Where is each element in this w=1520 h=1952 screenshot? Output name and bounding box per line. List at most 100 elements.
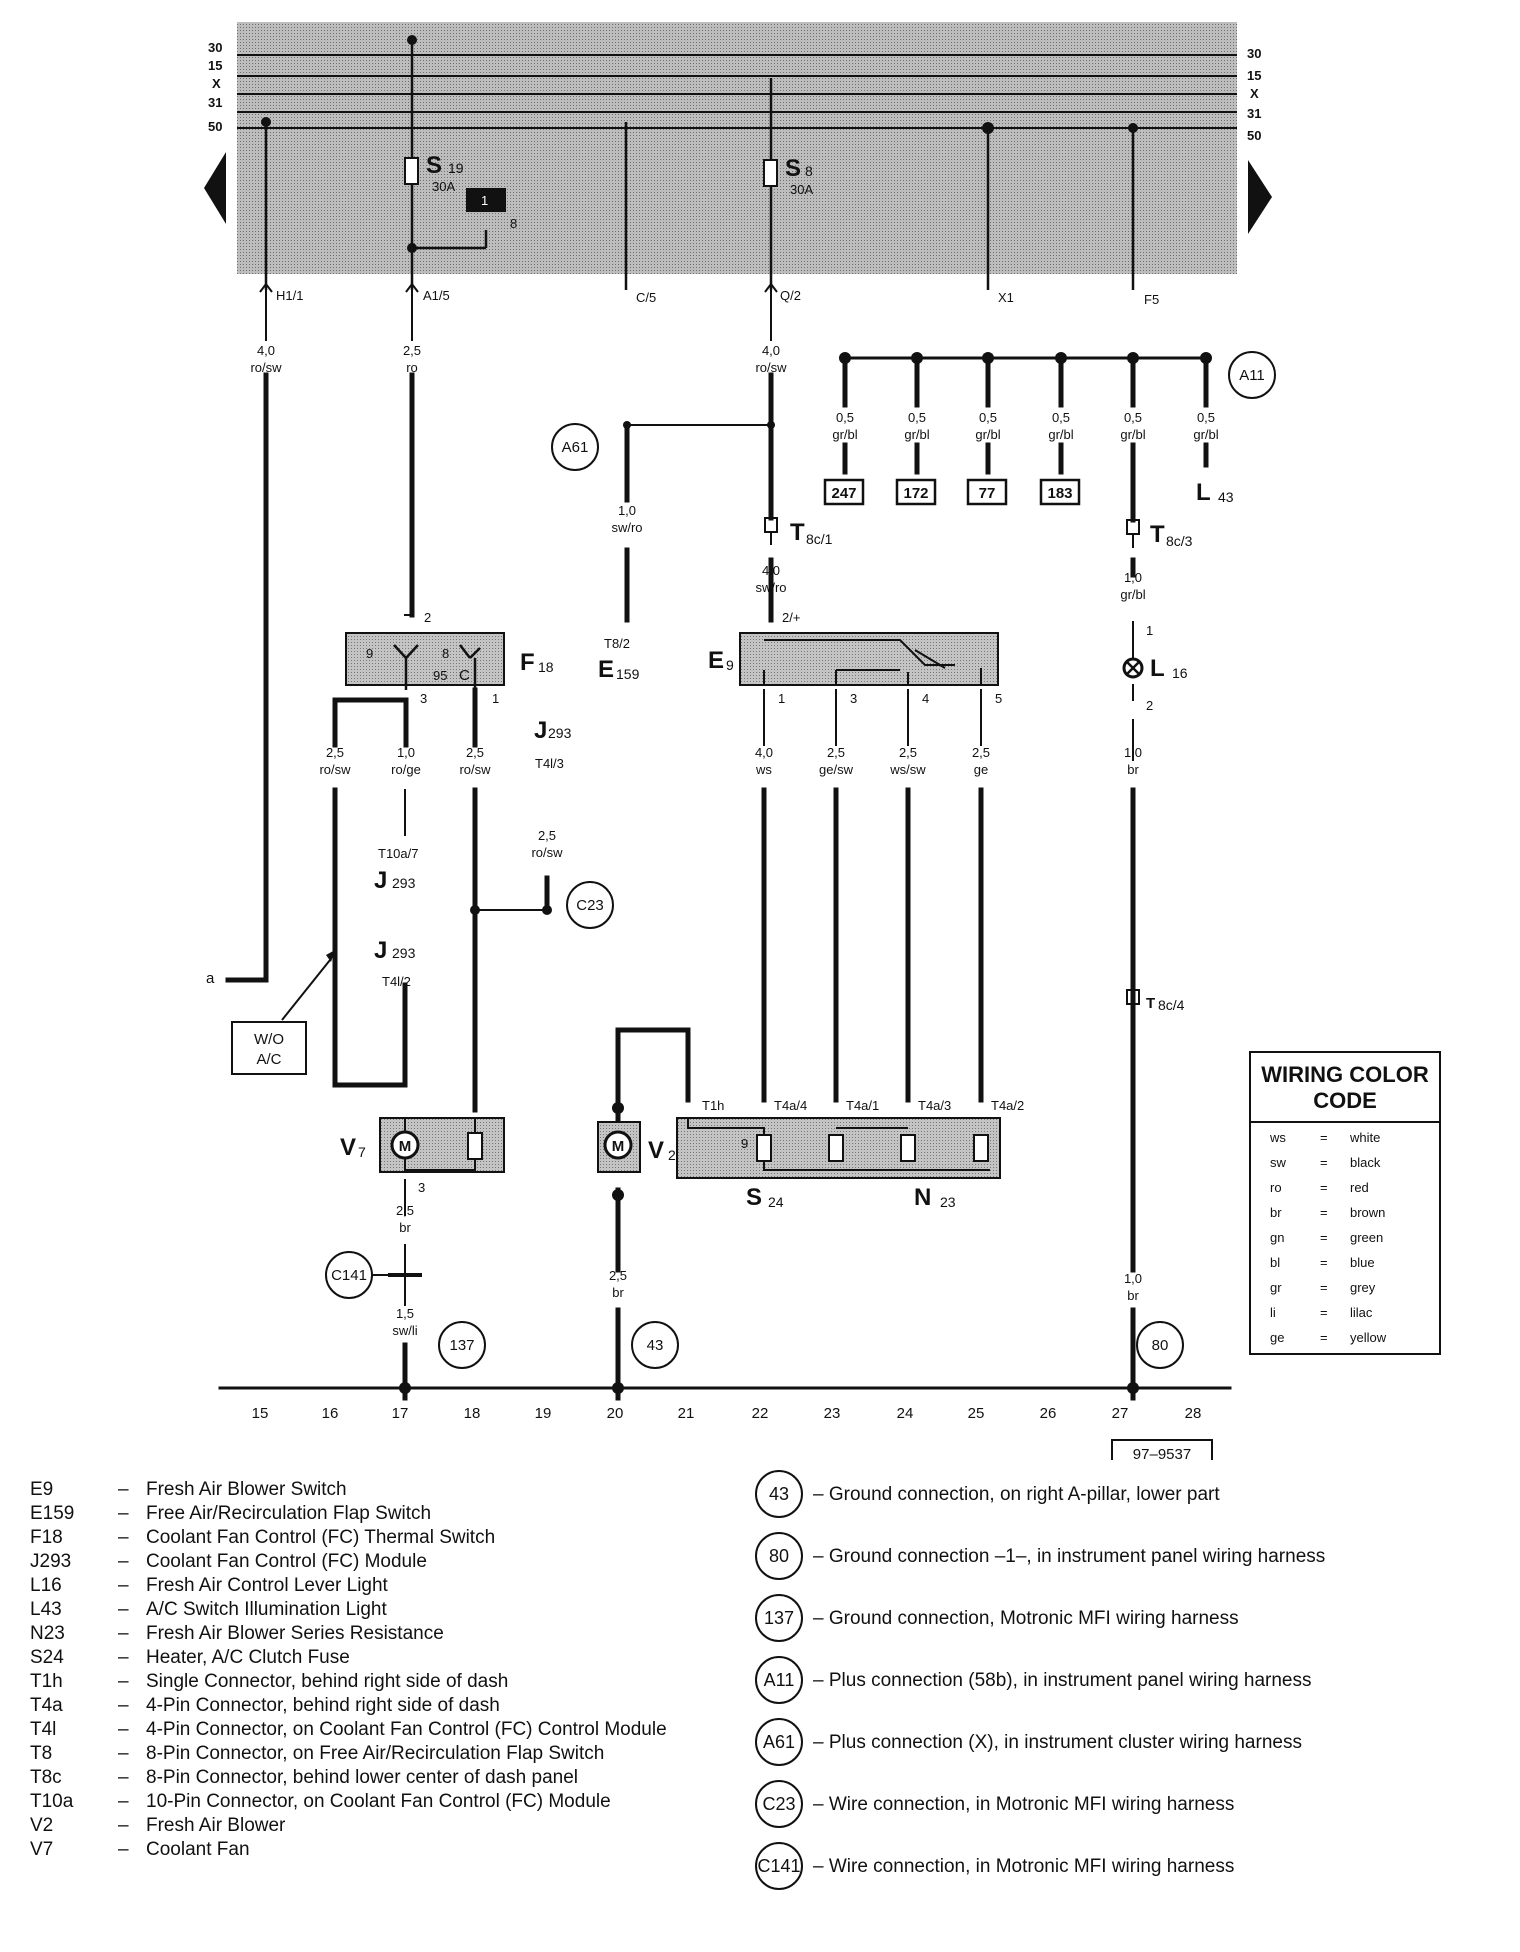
- wire-t8c1-color: sw/ro: [755, 580, 786, 595]
- j293-c-sub: 293: [392, 945, 416, 961]
- diagram-label: =: [1320, 1180, 1328, 1195]
- connection-row: 137 – Ground connection, Motronic MFI wir…: [755, 1594, 1475, 1642]
- bus-label-30-right: 30: [1247, 46, 1261, 61]
- diagram-label: grey: [1350, 1280, 1376, 1295]
- connection-id: 137: [755, 1594, 803, 1642]
- diagram-label: gr: [1270, 1280, 1282, 1295]
- f18-internals: [393, 644, 481, 690]
- ref-box-183[interactable]: [1039, 478, 1081, 506]
- circle-43-label: 43: [647, 1337, 664, 1354]
- diagram-label: blue: [1350, 1255, 1375, 1270]
- legend-dash: –: [118, 1719, 129, 1740]
- wire-e9-5-gauge: 2,5: [972, 745, 990, 760]
- wire-c141-gauge: 1,5: [396, 1306, 414, 1321]
- e9-pin-3: 3: [850, 691, 857, 706]
- ref-247[interactable]: 247: [831, 485, 856, 502]
- legend-desc: Coolant Fan: [146, 1839, 250, 1860]
- circle-80[interactable]: [1136, 1321, 1184, 1369]
- connection-row: C141– Wire connection, in Motronic MFI w…: [755, 1842, 1475, 1890]
- s24-code: S: [746, 1184, 762, 1211]
- legend-desc: Single Connector, behind right side of d…: [146, 1671, 509, 1692]
- terminal-a1-5: A1/5: [423, 288, 450, 303]
- ref-172[interactable]: 172: [903, 485, 928, 502]
- relay-pin: 8: [510, 216, 517, 231]
- legend-row: E9–Fresh Air Blower Switch: [30, 1478, 750, 1502]
- ref-77[interactable]: 77: [979, 485, 996, 502]
- wire-t8c3-color: gr/bl: [1120, 587, 1145, 602]
- diagram-label: =: [1320, 1255, 1328, 1270]
- legend-row: T1h–Single Connector, behind right side …: [30, 1670, 750, 1694]
- ref-box-77[interactable]: [966, 478, 1008, 506]
- diagram-label: 19: [535, 1405, 552, 1422]
- page-left-arrow-icon[interactable]: [204, 152, 226, 224]
- legend-dash: –: [118, 1551, 129, 1572]
- diagram-label: ro: [1270, 1180, 1282, 1195]
- diagram-id-box: [1111, 1439, 1213, 1460]
- circle-137[interactable]: [438, 1321, 486, 1369]
- legend-dash: –: [118, 1647, 129, 1668]
- e159-conn: T8/2: [604, 636, 630, 651]
- legend-code: T8c: [30, 1767, 62, 1788]
- diagram-label: lilac: [1350, 1305, 1373, 1320]
- e9-pin-1: 1: [778, 691, 785, 706]
- junction-nodes: [399, 352, 1212, 1394]
- ref-box-247[interactable]: [823, 478, 865, 506]
- fuse-s19-code: S: [426, 152, 442, 179]
- circle-a11[interactable]: [1228, 351, 1276, 399]
- e159-sub: 159: [616, 666, 640, 682]
- legend-desc: Fresh Air Blower: [146, 1815, 286, 1836]
- bus-lines: [237, 54, 1237, 129]
- e9-pin-5: 5: [995, 691, 1002, 706]
- wire-a61-color: sw/ro: [611, 520, 642, 535]
- fuse-s19-sub: 19: [448, 160, 464, 176]
- page-right-arrow-icon[interactable]: [1248, 160, 1272, 234]
- diagram-label: =: [1320, 1330, 1328, 1345]
- diagram-label: =: [1320, 1130, 1328, 1145]
- connection-desc: – Ground connection –1–, in instrument p…: [813, 1546, 1326, 1567]
- e9-pin-4: 4: [922, 691, 929, 706]
- wire-a11-3-color: gr/bl: [975, 427, 1000, 442]
- f18-pin2: 2: [424, 610, 431, 625]
- terminal-c5: C/5: [636, 290, 656, 305]
- t4a-3-label: T4a/3: [918, 1098, 951, 1113]
- wire-a11-4-gauge: 0,5: [1052, 410, 1070, 425]
- ref-183[interactable]: 183: [1047, 485, 1072, 502]
- wire-v7-gauge: 2,5: [396, 1203, 414, 1218]
- wo-ac-line2: A/C: [256, 1051, 281, 1068]
- connection-id: A11: [755, 1656, 803, 1704]
- circle-43[interactable]: [631, 1321, 679, 1369]
- l16-code: L: [1150, 655, 1165, 682]
- ref-box-172[interactable]: [895, 478, 937, 506]
- panel-nodes: [261, 35, 1138, 253]
- diagram-label: 17: [392, 1405, 409, 1422]
- connection-desc: – Ground connection, Motronic MFI wiring…: [813, 1608, 1239, 1629]
- color-code-title-1: WIRING COLOR: [1261, 1062, 1429, 1087]
- bus-label-50-right: 50: [1247, 128, 1261, 143]
- bus-label-31-left: 31: [208, 95, 222, 110]
- connection-row: A61– Plus connection (X), in instrument …: [755, 1718, 1475, 1766]
- connection-id: C141: [755, 1842, 803, 1890]
- diagram-label: black: [1350, 1155, 1381, 1170]
- top-terminals: H1/1 A1/5 C/5 Q/2 X1 F5: [276, 288, 1159, 307]
- v7-resistor-icon: [467, 1132, 483, 1160]
- circle-c23[interactable]: [566, 881, 614, 929]
- legend-desc: 8-Pin Connector, on Free Air/Recirculati…: [146, 1743, 605, 1764]
- wire-e9-3-color: ge/sw: [819, 762, 854, 777]
- wire-e9-1-gauge: 4,0: [755, 745, 773, 760]
- connection-id: C23: [755, 1780, 803, 1828]
- j293-c-conn: T4l/2: [382, 974, 411, 989]
- f18-pin3: 3: [420, 691, 427, 706]
- wire-j293-color: ro/sw: [531, 845, 563, 860]
- wire-labels: 4,0 ro/sw 2,5 ro 4,0 ro/sw 1,0 sw/ro 4,0…: [250, 343, 1218, 1338]
- wire-v2-gauge: 2,5: [609, 1268, 627, 1283]
- t8c1-sub: 8c/1: [806, 531, 833, 547]
- v2-motor-icon: [603, 1130, 633, 1160]
- fuse-s8-icon: [763, 159, 778, 187]
- legend-code: J293: [30, 1551, 72, 1572]
- diagram-label: li: [1270, 1305, 1276, 1320]
- fuse-relay-panel: [237, 22, 1237, 274]
- circle-a61[interactable]: [551, 423, 599, 471]
- connection-id: 43: [755, 1470, 803, 1518]
- wire-v7-color: br: [399, 1220, 411, 1235]
- f18-i4: C: [459, 667, 470, 684]
